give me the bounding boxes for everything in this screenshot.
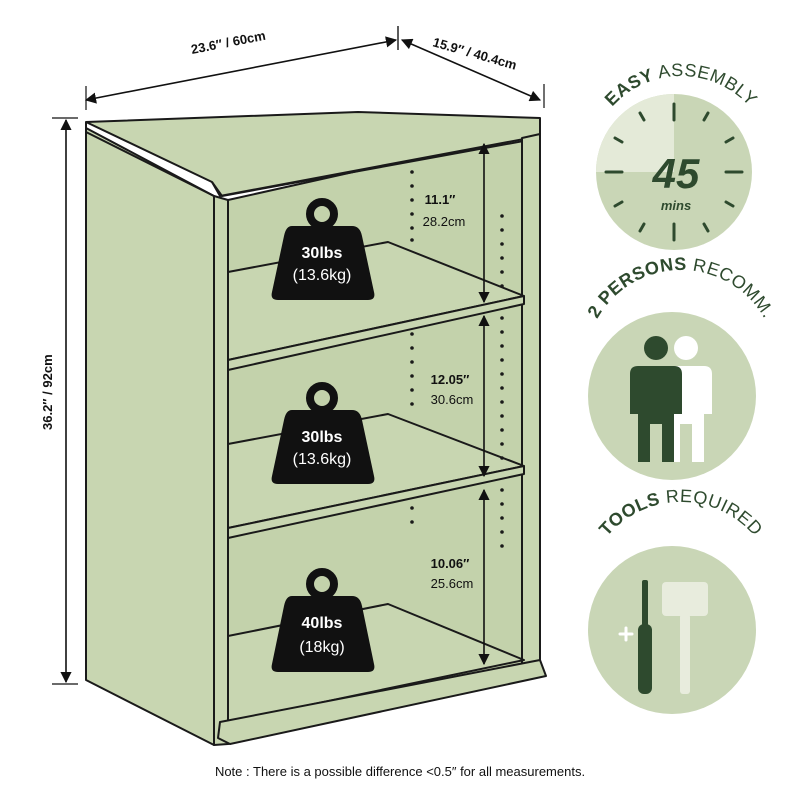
shelf-height-3-inches: 10.06″ — [431, 556, 470, 571]
bookcase-side-panel — [85, 127, 215, 746]
width-cm-label: 60cm — [231, 28, 267, 49]
shelf-height-2-inches: 12.05″ — [431, 372, 470, 387]
weight-3-kg: (18kg) — [299, 639, 344, 656]
bookcase-left-edge — [213, 195, 229, 746]
persons-badge: 2 PERSONS RECOMM. — [584, 254, 779, 480]
weight-2-kg: (13.6kg) — [293, 451, 352, 468]
assembly-minutes: 45 — [652, 150, 700, 197]
depth-cm-label: 40.4cm — [472, 46, 519, 73]
tools-title: TOOLS REQUIRED — [595, 486, 767, 540]
height-dimension: 36.2″ / 92cm — [40, 117, 78, 685]
depth-dimension: 15.9″ / 40.4cm — [397, 26, 545, 108]
shelf-height-1: 11.1″ 28.2cm — [423, 192, 466, 229]
shelf-height-1-inches: 11.1″ — [425, 192, 456, 207]
bookcase-right-edge — [521, 133, 541, 681]
svg-text:23.6″ / 60cm: 23.6″ / 60cm — [190, 28, 267, 57]
shelf-height-3-cm: 25.6cm — [431, 576, 474, 591]
shelf-height-2-cm: 30.6cm — [431, 392, 474, 407]
svg-text:15.9″ / 40.4cm: 15.9″ / 40.4cm — [431, 34, 518, 72]
weight-2-lbs: 30lbs — [302, 429, 343, 446]
weight-icon-1: 30lbs (13.6kg) — [271, 198, 375, 300]
measurement-note: Note : There is a possible difference <0… — [214, 764, 586, 779]
height-cm-label: 92cm — [40, 354, 55, 387]
width-inches-label: 23.6″ — [190, 36, 224, 57]
width-dimension: 23.6″ / 60cm — [84, 26, 399, 110]
weight-1-kg: (13.6kg) — [293, 267, 352, 284]
shelf-pin-holes — [410, 170, 504, 548]
plus-icon — [618, 626, 634, 642]
clock-icon — [604, 102, 744, 242]
person-dark-icon — [630, 336, 682, 462]
shelf-height-3: 10.06″ 25.6cm — [431, 556, 474, 591]
weight-1-lbs: 30lbs — [302, 245, 343, 262]
height-inches-label: 36.2″ — [40, 398, 55, 430]
mallet-icon — [662, 582, 708, 694]
weight-icon-2: 30lbs (13.6kg) — [271, 382, 375, 484]
weight-icon-3: 40lbs (18kg) — [271, 568, 375, 672]
shelf-height-2: 12.05″ 30.6cm — [431, 372, 474, 407]
assembly-unit: mins — [661, 198, 691, 213]
shelf-height-1-cm: 28.2cm — [423, 214, 466, 229]
persons-title: 2 PERSONS RECOMM. — [584, 254, 779, 321]
svg-text:36.2″ / 92cm: 36.2″ / 92cm — [40, 354, 55, 430]
weight-3-lbs: 40lbs — [302, 615, 343, 632]
tools-badge: TOOLS REQUIRED — [588, 486, 767, 714]
easy-assembly-badge: EASY ASSEMBLY 45 mins — [596, 60, 761, 250]
timer-elapsed-wedge — [596, 94, 674, 172]
screwdriver-icon — [638, 580, 652, 694]
